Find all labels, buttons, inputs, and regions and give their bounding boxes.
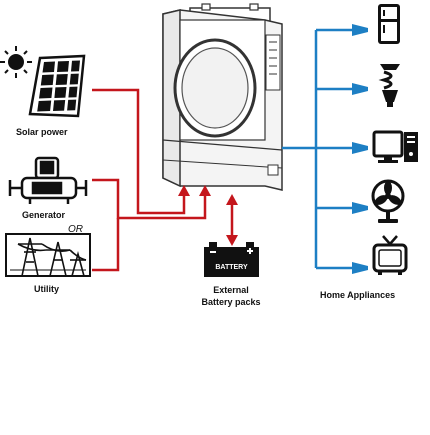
generator-icon xyxy=(8,156,88,204)
input-wiring xyxy=(92,88,234,272)
bulb-icon xyxy=(378,64,400,107)
generator-label: Generator xyxy=(22,210,66,220)
battery-caption-line1: External xyxy=(213,285,249,295)
output-wiring xyxy=(282,28,360,270)
refrigerator-icon xyxy=(378,4,400,44)
battery-box-label: BATTERY xyxy=(215,264,248,271)
utility-tower-icon xyxy=(5,233,91,277)
or-label: OR xyxy=(68,224,83,235)
battery-icon xyxy=(204,242,259,277)
inverter-icon xyxy=(162,3,283,191)
fan-icon xyxy=(371,179,405,223)
utility-label: Utility xyxy=(34,284,60,294)
input-arrows xyxy=(178,185,238,246)
computer-icon xyxy=(372,130,418,163)
home-appliances-label: Home Appliances xyxy=(320,290,396,300)
solar-power-label: Solar power xyxy=(16,127,68,137)
solar-panel-icon xyxy=(28,54,86,118)
battery-caption-line2: Battery packs xyxy=(201,297,261,307)
output-plugs xyxy=(352,24,368,274)
sun-icon xyxy=(0,46,32,78)
tv-icon xyxy=(372,235,408,275)
